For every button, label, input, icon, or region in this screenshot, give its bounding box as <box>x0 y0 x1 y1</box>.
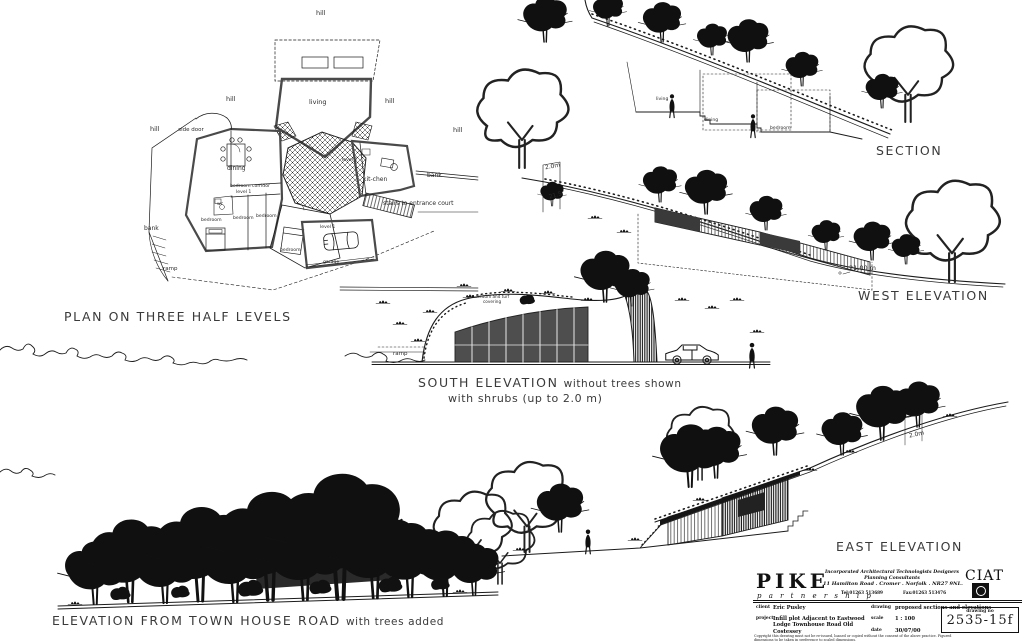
road-title-caps: ELEVATION FROM TOWN HOUSE ROAD <box>52 613 341 628</box>
section-label-dining: dining <box>704 118 719 123</box>
plan-label-bank: bank <box>427 172 442 179</box>
divider <box>753 600 1022 602</box>
east-title: EAST ELEVATION <box>836 539 963 554</box>
plan-label-bedroom: bedroom <box>201 218 222 223</box>
plan-label-hill: hill <box>150 125 160 133</box>
road-title: ELEVATION FROM TOWN HOUSE ROAD with tree… <box>52 612 444 629</box>
plan-label-living: living <box>309 98 327 106</box>
ciat-logo-text: CIAT <box>965 568 1004 584</box>
section-label-bedroom: bedroom <box>770 126 791 131</box>
plan-title: PLAN ON THREE HALF LEVELS <box>64 309 292 324</box>
firm-logo-pike: PIKE <box>756 569 830 593</box>
west-title: WEST ELEVATION <box>858 288 989 303</box>
plan-label-bedroom: bedroom <box>280 248 301 253</box>
south-label-ramp: ramp <box>393 351 408 357</box>
firm-tel: Tel:01263 513689 <box>841 590 883 595</box>
plan-label-level-1: level 1 <box>320 225 336 230</box>
drawing-number: 2535-15f <box>946 613 1014 628</box>
south-subtitle: with shrubs (up to 2.0 m) <box>448 392 603 405</box>
plan-label-bedroom: bedroom <box>256 214 277 219</box>
scale-label: scale <box>871 616 884 621</box>
plan-label-garage: garage <box>323 260 340 265</box>
client-label: client <box>756 605 771 610</box>
south-title: SOUTH ELEVATION without trees shown <box>418 374 682 391</box>
section-label-living: living <box>656 97 669 102</box>
context-ground-lines <box>0 343 426 478</box>
project-value: Infill plot Adjacent to Eastwood Lodge T… <box>773 615 865 635</box>
south-roof-note: sedum and turf <box>477 294 510 299</box>
south-title-caps: SOUTH ELEVATION <box>418 375 559 390</box>
scale-value: 1 : 100 <box>895 615 915 622</box>
plan-label-kitchen: kit-chen <box>363 176 388 183</box>
plan-label-wc: wc <box>217 202 224 207</box>
drawing-number-box: drawing no 2535-15f <box>941 607 1019 633</box>
plan-label-dining: dining <box>227 165 246 172</box>
plan-label-bank: bank <box>144 225 159 232</box>
firm-fax: Fax:01263 513476 <box>903 590 947 595</box>
south-roof-note: covering <box>483 299 502 304</box>
plan-label-hill: hill <box>453 126 463 134</box>
plan-label-hill: hill <box>316 9 326 17</box>
west-level-b: 21.00 m <box>849 264 877 272</box>
project-label: project <box>756 616 774 621</box>
west-elevation-drawing <box>521 161 1006 291</box>
plan-label-ramp: ramp <box>163 266 178 272</box>
south-elevation-drawing <box>369 249 771 369</box>
road-elevation-drawing <box>56 471 536 610</box>
east-elevation-drawing <box>484 380 1009 557</box>
section-drawing <box>475 0 955 170</box>
plan-drawing <box>148 39 479 292</box>
divider <box>753 602 1022 604</box>
plan-label-bedroom-corridor: bedroom corridor <box>230 184 270 189</box>
plan-label-level-2: level 2 <box>342 158 358 163</box>
south-title-rest: without trees shown <box>563 378 682 390</box>
client-value: Eric Pusley <box>773 604 806 611</box>
road-title-rest: with trees added <box>345 616 445 628</box>
org-description: Incorporated Architectural Technologists… <box>825 570 959 581</box>
drawing-label: drawing <box>871 605 891 610</box>
firm-address: 11 Hamilton Road . Cromer . Norfolk . NR… <box>823 581 963 587</box>
plan-label-bedroom: bedroom <box>233 216 254 221</box>
plan-label-stairs: stairs to entrance court <box>383 200 454 207</box>
plan-label-level-1: level 1 <box>236 190 252 195</box>
firm-partnership: p a r t n e r s h i p <box>757 592 874 600</box>
drawing-number-label: drawing no <box>966 609 994 614</box>
title-block: PIKE p a r t n e r s h i p Incorporated … <box>753 566 1022 641</box>
copyright-note: Copyright this drawing must not be re-is… <box>754 634 952 641</box>
section-title: SECTION <box>876 143 943 158</box>
ciat-logo-emblem <box>972 583 989 598</box>
plan-label-hill: hill <box>385 97 395 105</box>
plan-label-hill: hill <box>226 95 236 103</box>
date-value: 30/07/00 <box>895 627 921 634</box>
plan-label-side-door: side door <box>178 127 204 133</box>
date-label: date <box>871 628 882 633</box>
